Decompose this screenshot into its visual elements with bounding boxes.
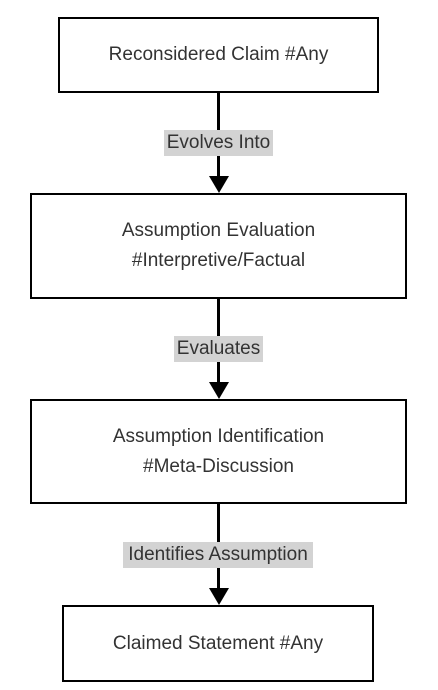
node-label: Claimed Statement #Any: [112, 632, 324, 654]
edge-label-identifies-assumption: Identifies Assumption: [123, 542, 313, 568]
node-label: Assumption Identification: [112, 425, 325, 447]
arrowhead-icon: [209, 382, 229, 399]
node-assumption-identification: Assumption Identification #Meta-Discussi…: [30, 399, 407, 504]
edge-label-evolves-into: Evolves Into: [164, 130, 273, 156]
arrowhead-icon: [209, 588, 229, 605]
node-assumption-evaluation: Assumption Evaluation #Interpretive/Fact…: [30, 193, 407, 299]
arrowhead-icon: [209, 176, 229, 193]
node-tag: #Meta-Discussion: [143, 455, 294, 477]
node-tag: #Interpretive/Factual: [131, 250, 306, 271]
node-label: Reconsidered Claim #Any: [108, 44, 329, 65]
node-reconsidered-claim: Reconsidered Claim #Any: [58, 17, 379, 93]
node-label: Assumption Evaluation: [121, 220, 316, 241]
node-claimed-statement: Claimed Statement #Any: [62, 605, 374, 682]
edge-label-evaluates: Evaluates: [174, 336, 263, 362]
